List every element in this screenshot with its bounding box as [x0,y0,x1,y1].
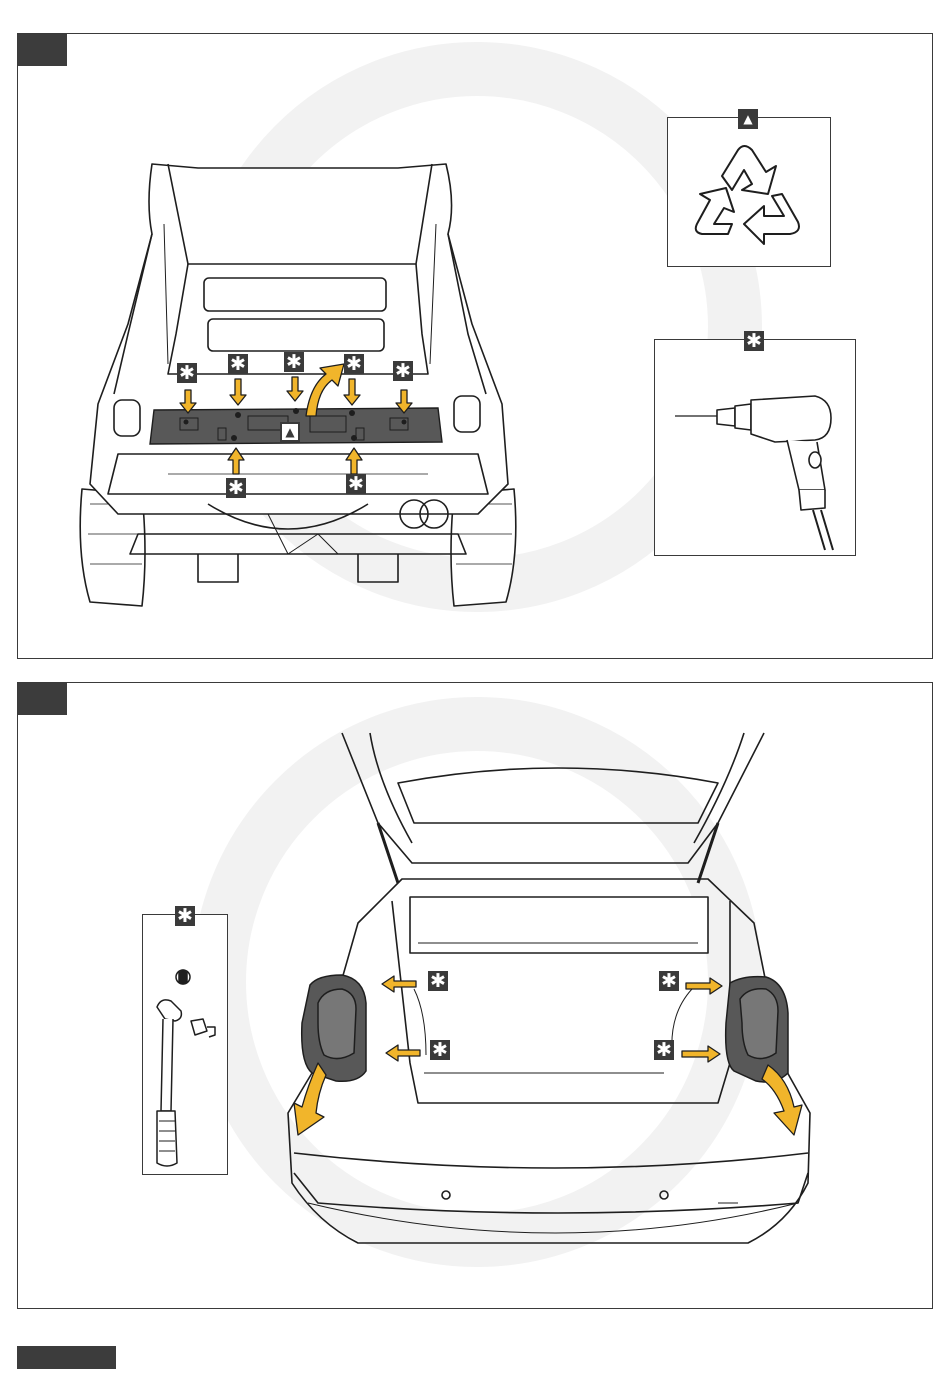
arrow-curve-left [294,1063,326,1135]
arrow-left-2 [386,1045,420,1061]
power-drill-icon [655,340,855,555]
screw-callout-left-lower: ✱ [430,1040,450,1060]
arrow-right-3 [686,978,722,994]
screw-callout-1: ✱ [177,363,197,383]
recycle-icon [668,118,830,266]
screw-callout-4: ✱ [344,354,364,374]
step-panel-1: ✱ ✱ ✱ ✱ ✱ ✱ ✱ ▲ ▲ [17,33,933,659]
step-panel-2: ✱ ✱ ✱ ✱ ✱ [17,682,933,1309]
screw-callout-right-lower: ✱ [654,1040,674,1060]
page-footer-tab [17,1346,116,1369]
screw-callout-left-upper: ✱ [428,971,448,991]
recycle-inset-marker: ▲ [738,109,758,129]
screw-callout-3: ✱ [284,352,304,372]
torx-wrench-inset: ✱ [142,914,228,1175]
drill-inset-marker: ✱ [744,331,764,351]
screw-callout-2: ✱ [228,354,248,374]
recycle-inset: ▲ [667,117,831,267]
drill-inset: ✱ [654,339,856,556]
screw-callout-6: ✱ [226,478,246,498]
screw-callout-7: ✱ [346,474,366,494]
screw-callout-right-upper: ✱ [659,971,679,991]
torx-socket-wrench-icon [143,915,227,1174]
arrow-right-4 [682,1046,720,1062]
recycle-callout: ▲ [280,422,300,442]
torx-inset-marker: ✱ [175,906,195,926]
arrow-left-1 [382,976,416,992]
screw-callout-5: ✱ [393,361,413,381]
